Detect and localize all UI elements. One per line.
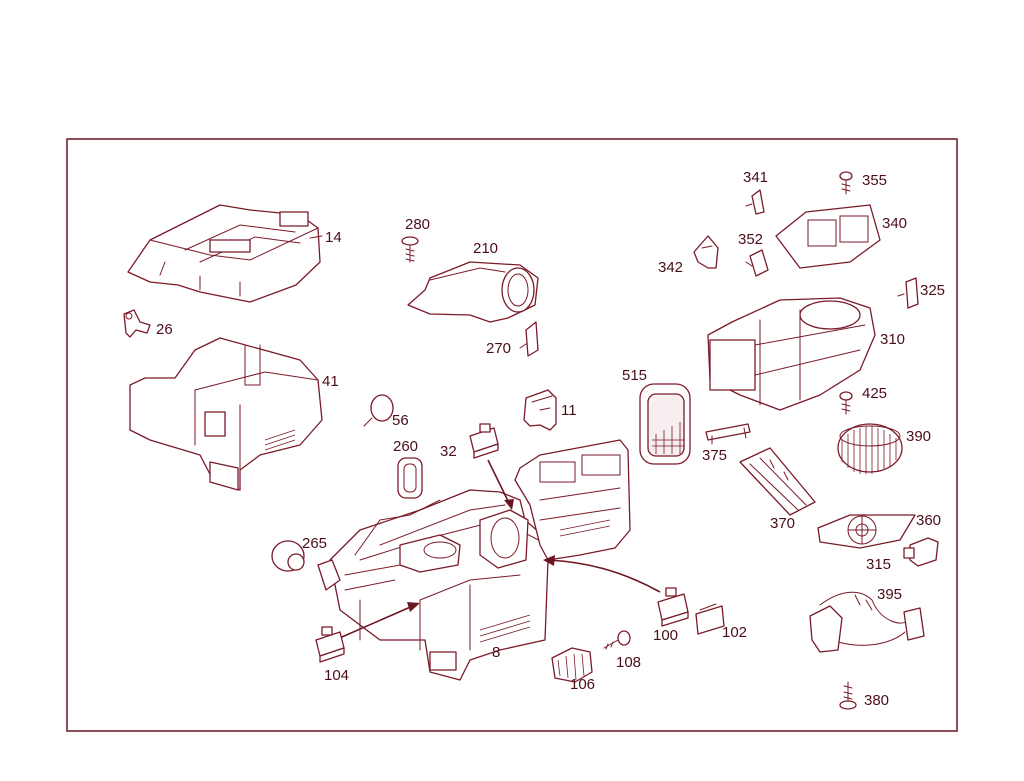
- part-56-knob[interactable]: [363, 394, 394, 427]
- part-340-grille[interactable]: [775, 204, 881, 269]
- part-26-clip[interactable]: [123, 309, 151, 338]
- callout-395: 395: [877, 586, 902, 603]
- part-342-bracket[interactable]: [693, 235, 719, 269]
- part-8-heater-box[interactable]: [317, 489, 549, 681]
- part-108-screw[interactable]: [603, 630, 631, 650]
- callout-341: 341: [743, 169, 768, 186]
- callout-390: 390: [906, 428, 931, 445]
- part-425-screw[interactable]: [839, 391, 853, 415]
- arrows: [334, 459, 661, 641]
- part-14-upper-housing[interactable]: [127, 204, 321, 303]
- callout-310: 310: [880, 331, 905, 348]
- callout-280: 280: [405, 216, 430, 233]
- callout-355: 355: [862, 172, 887, 189]
- part-32-actuator[interactable]: [469, 423, 499, 459]
- part-341-clip[interactable]: [745, 189, 765, 215]
- part-360-base-plate[interactable]: [817, 514, 916, 549]
- diagram-frame: [66, 138, 958, 732]
- callout-11: 11: [561, 402, 577, 419]
- part-41-lower-housing[interactable]: [129, 337, 323, 491]
- callout-360: 360: [916, 512, 941, 529]
- callout-260: 260: [393, 438, 418, 455]
- part-375-strip[interactable]: [705, 423, 751, 445]
- callout-270: 270: [486, 340, 511, 357]
- callout-342: 342: [658, 259, 683, 276]
- callout-265: 265: [302, 535, 327, 552]
- part-270-bracket[interactable]: [519, 321, 539, 357]
- callout-380: 380: [864, 692, 889, 709]
- callout-26: 26: [156, 321, 173, 338]
- part-11-bracket[interactable]: [523, 389, 557, 431]
- callout-102: 102: [722, 624, 747, 641]
- part-260-gasket[interactable]: [397, 457, 423, 499]
- callout-104: 104: [324, 667, 349, 684]
- callout-32: 32: [440, 443, 457, 460]
- part-352-clip[interactable]: [745, 249, 769, 277]
- callout-labels: 14 26 41 56 280 210 270 11 260 32 265 8 …: [156, 169, 945, 709]
- callout-375: 375: [702, 447, 727, 464]
- callout-56: 56: [392, 412, 409, 429]
- part-355-screw[interactable]: [839, 171, 853, 195]
- part-395-wiring-harness[interactable]: [809, 591, 925, 653]
- callout-210: 210: [473, 240, 498, 257]
- callout-14: 14: [325, 229, 342, 246]
- callout-340: 340: [882, 215, 907, 232]
- callout-425: 425: [862, 385, 887, 402]
- part-315-connector[interactable]: [903, 537, 939, 567]
- part-370-tray[interactable]: [739, 447, 816, 516]
- part-102-actuator[interactable]: [695, 603, 725, 635]
- part-104-actuator[interactable]: [315, 626, 345, 663]
- part-100-actuator[interactable]: [657, 587, 689, 627]
- part-380-screw[interactable]: [839, 681, 857, 710]
- part-106-motor[interactable]: [551, 647, 593, 683]
- callout-41: 41: [322, 373, 339, 390]
- callout-352: 352: [738, 231, 763, 248]
- callout-108: 108: [616, 654, 641, 671]
- part-265-resistor[interactable]: [271, 540, 305, 572]
- callout-370: 370: [770, 515, 795, 532]
- callout-315: 315: [866, 556, 891, 573]
- callout-106: 106: [570, 676, 595, 693]
- part-310-blower-housing[interactable]: [707, 297, 876, 411]
- part-280-screw[interactable]: [401, 236, 419, 263]
- part-390-blower-motor[interactable]: [837, 423, 903, 474]
- part-325-seal[interactable]: [897, 277, 919, 309]
- leader-14: [309, 235, 323, 239]
- part-210-duct[interactable]: [407, 261, 539, 323]
- callout-515: 515: [622, 367, 647, 384]
- callout-8: 8: [492, 644, 500, 661]
- callout-325: 325: [920, 282, 945, 299]
- part-515-filter[interactable]: [639, 383, 691, 465]
- part-8-upper-case[interactable]: [514, 439, 631, 561]
- callout-100: 100: [653, 627, 678, 644]
